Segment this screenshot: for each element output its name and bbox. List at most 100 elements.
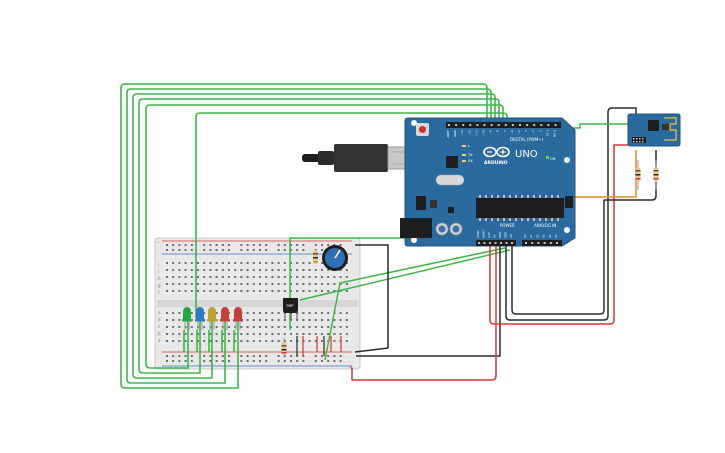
- digital-pin-label: RX 0: [553, 130, 557, 137]
- led[interactable]: [220, 307, 230, 330]
- power-pin-label: GND: [504, 232, 508, 238]
- breadboard-row-letter: j: [157, 262, 159, 267]
- led[interactable]: [233, 307, 243, 330]
- led[interactable]: [207, 307, 217, 330]
- mounting-hole: [411, 120, 417, 126]
- led-wires[interactable]: [120, 83, 508, 389]
- esp-antenna: [664, 117, 677, 141]
- breadboard-row-letter: d: [158, 317, 161, 322]
- board-model-label: UNO: [515, 149, 538, 160]
- analog-header[interactable]: [522, 240, 562, 246]
- esp-flash-chip: [662, 124, 670, 130]
- digital-pin-label: TX 1: [545, 130, 549, 138]
- breadboard-row-letter: b: [158, 331, 161, 336]
- wire-led-6: [195, 112, 508, 318]
- digital-pin-label: ~5: [517, 130, 521, 135]
- breadboard-row-letter: f: [158, 290, 160, 295]
- analog-pin-label: A3: [542, 234, 546, 238]
- mounting-hole: [564, 227, 570, 233]
- potentiometer[interactable]: [322, 245, 348, 271]
- digital-pin-label: ~11: [474, 130, 478, 136]
- usb-chip: [446, 156, 458, 168]
- power-pin-label: 3.3V: [487, 232, 491, 238]
- esp-chip: [648, 120, 659, 131]
- led[interactable]: [195, 307, 205, 330]
- digital-pin-label: AREF: [446, 130, 450, 138]
- digital-pin-label: 2: [538, 130, 542, 132]
- power-led: [546, 156, 549, 159]
- analog-pin-label: A1: [529, 234, 533, 238]
- digital-pin-label: 4: [524, 130, 528, 132]
- digital-pin-label: ~6: [510, 130, 514, 135]
- rail-minus-label: -: [157, 240, 159, 246]
- led[interactable]: [182, 307, 192, 330]
- rx-led: [462, 160, 466, 162]
- power-jack[interactable]: [400, 218, 432, 238]
- icsp-header: [565, 196, 573, 208]
- digital-pin-label: ~3: [531, 130, 535, 135]
- l-led: [462, 145, 466, 147]
- mounting-hole: [564, 157, 570, 163]
- on-led-label: ON: [550, 157, 556, 161]
- breadboard-row-letter: c: [158, 324, 160, 329]
- sensor-resistor[interactable]: [281, 338, 287, 358]
- rail-plus-label: +: [349, 365, 353, 371]
- esp-header[interactable]: [632, 137, 646, 143]
- board-brand-label: ARDUINO: [484, 160, 508, 166]
- digital-pin-label: 13: [460, 130, 464, 134]
- power-pin-label: Vin: [509, 234, 513, 238]
- tmp-temperature-sensor[interactable]: TMP: [283, 298, 298, 313]
- esp-header-pins: [633, 138, 644, 143]
- digital-header[interactable]: [446, 122, 561, 128]
- analog-pin-label: A0: [523, 234, 527, 238]
- power-header-label: POWER: [500, 223, 515, 228]
- esp-resistor-1[interactable]: [635, 160, 641, 190]
- capacitor-smd: [430, 200, 437, 208]
- wire-led-1: [120, 83, 488, 389]
- potentiometer-resistor[interactable]: [313, 250, 318, 264]
- esp8266-module[interactable]: [627, 113, 681, 147]
- digital-pin-label: ~9: [489, 130, 493, 135]
- power-pin-label: RESET: [482, 229, 486, 238]
- esp-resistor-2[interactable]: [653, 160, 659, 190]
- wire-gnd-to-rail: [356, 246, 501, 357]
- analog-pin-label: A5: [554, 234, 558, 238]
- mounting-hole: [411, 237, 417, 243]
- bottom-header-pins: [478, 242, 558, 244]
- tmp-sensor-label: TMP: [285, 304, 294, 308]
- arduino-logo: [483, 146, 510, 158]
- atmega-chip: [476, 198, 564, 218]
- wire-a1-to-pot: [299, 249, 511, 301]
- digital-pin-label: ~10: [482, 130, 486, 136]
- wire-led-4: [138, 98, 500, 374]
- capacitor-1-top: [438, 225, 446, 233]
- digital-pin-label: GND: [453, 129, 457, 137]
- breadboard-row-letter: e: [158, 310, 161, 315]
- reset-button-cap[interactable]: [419, 126, 426, 133]
- digital-pwm-label: DIGITAL (PWM~): [510, 137, 544, 142]
- wire-led-3: [132, 93, 496, 379]
- small-chip: [448, 207, 454, 213]
- wire-pot-gnd: [354, 244, 389, 353]
- power-pin-label: 5V: [493, 234, 497, 238]
- crystal-oscillator: [435, 174, 465, 186]
- breadboard-row-letter: h: [158, 276, 161, 281]
- wire-red-esp: [489, 144, 628, 325]
- digital-pin-label: 7: [503, 130, 507, 132]
- wire-5v-to-plus: [351, 246, 497, 381]
- digital-header-pins: [448, 124, 557, 126]
- breadboard-row-letter: g: [158, 283, 161, 288]
- breadboard-row-letter: a: [158, 338, 161, 343]
- rx-led-label: RX: [468, 159, 473, 163]
- led-row[interactable]: [182, 307, 243, 330]
- tx-led: [462, 154, 466, 156]
- analog-pin-label: A2: [535, 234, 539, 238]
- analog-header-label: ANALOG IN: [534, 223, 556, 228]
- wire-led-5: [145, 104, 504, 369]
- capacitor-2-top: [452, 225, 460, 233]
- digital-pin-label: 8: [496, 130, 500, 132]
